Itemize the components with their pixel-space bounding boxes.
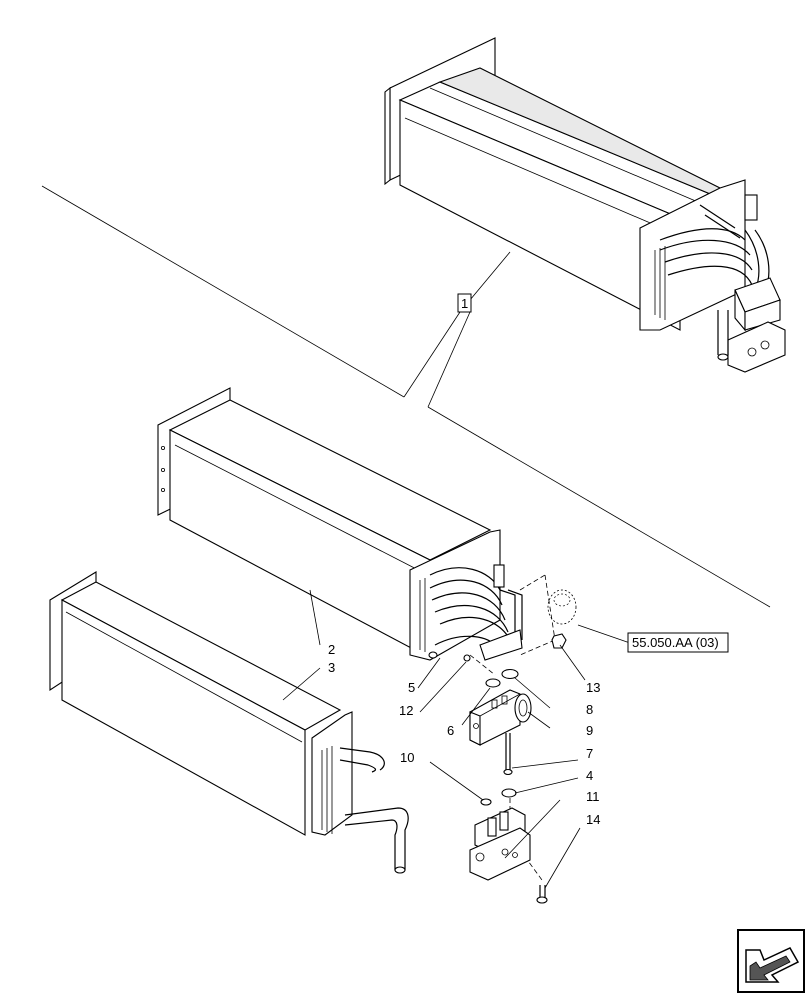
callout-11-label: 11	[586, 789, 600, 804]
callout-3-label: 3	[328, 660, 335, 675]
callout-5-label: 5	[408, 680, 415, 695]
callout-12-label: 12	[399, 703, 413, 718]
sensor-reference	[547, 589, 577, 625]
evaporator-core	[157, 387, 523, 661]
evaporator-assembly-complete	[384, 37, 786, 373]
leader-lines	[282, 589, 631, 889]
reference-label[interactable]: 55.050.AA (03)	[632, 635, 719, 650]
expansion-valve	[469, 689, 532, 746]
callout-14-label: 14	[586, 812, 600, 827]
callout-9-label: 9	[586, 723, 593, 738]
callout-4-label: 4	[586, 768, 593, 783]
nut-part	[551, 633, 567, 649]
callout-7-label: 7	[586, 746, 593, 761]
o-ring-part	[485, 668, 519, 688]
heater-core	[49, 571, 409, 874]
callout-13-label: 13	[586, 680, 600, 695]
callout-2-label: 2	[328, 642, 335, 657]
callout-1-label: 1	[461, 296, 468, 311]
callout-6-label: 6	[447, 723, 454, 738]
bolt-long	[503, 733, 513, 776]
arrow-nav-icon[interactable]	[737, 929, 805, 993]
o-ring-lower	[480, 788, 517, 806]
callout-8-label: 8	[586, 702, 593, 717]
screw-part	[463, 654, 471, 662]
callout-10-label: 10	[400, 750, 414, 765]
connector-block	[469, 807, 531, 881]
callout-1: 1	[457, 293, 472, 313]
reference-link[interactable]: 55.050.AA (03)	[627, 632, 729, 653]
bolt-small	[536, 885, 548, 904]
